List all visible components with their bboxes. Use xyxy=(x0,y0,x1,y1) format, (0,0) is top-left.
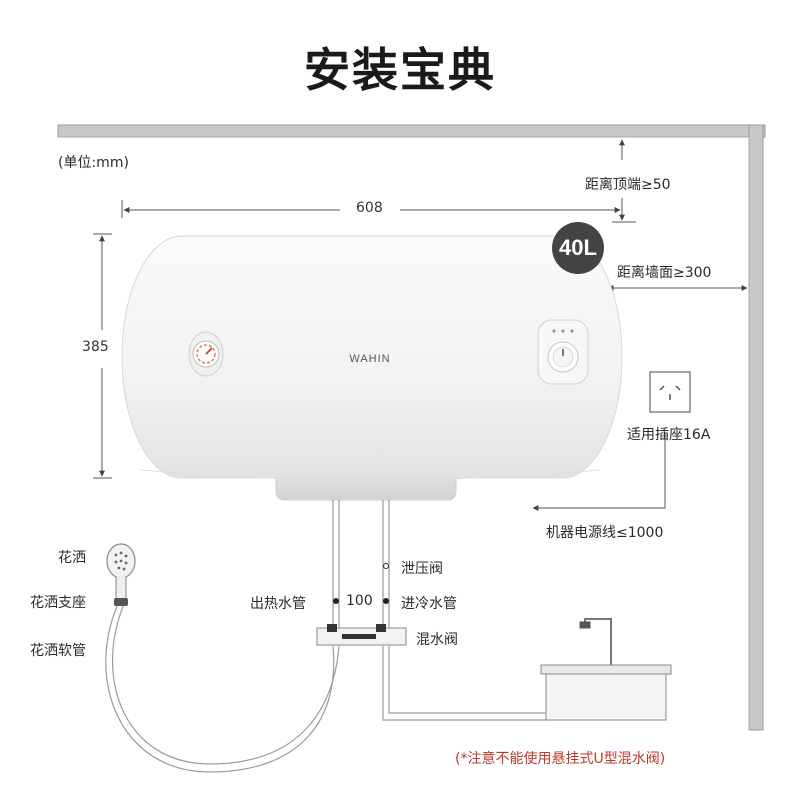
top-clearance-dimension xyxy=(612,139,636,223)
wall xyxy=(57,124,766,731)
socket-icon xyxy=(649,371,691,413)
water-pipes xyxy=(332,500,548,721)
water-heater xyxy=(121,235,623,501)
warning-note: (*注意不能使用悬挂式U型混水阀) xyxy=(455,751,666,767)
thermometer-gauge xyxy=(188,331,224,377)
mixing-valve-label: 混水阀 xyxy=(416,632,458,648)
shower-hose-label: 花洒软管 xyxy=(30,643,86,659)
power-cord-label: 机器电源线≤1000 xyxy=(546,525,664,541)
shower-holder-label: 花洒支座 xyxy=(30,595,86,611)
pipe-markers xyxy=(333,563,389,604)
brand-logo: WAHIN xyxy=(349,353,391,365)
top-clearance-label: 距离顶端≥50 xyxy=(585,177,671,193)
faucet-icon xyxy=(579,618,612,665)
hot-pipe-label: 出热水管 xyxy=(250,596,306,612)
unit-label: (单位:mm) xyxy=(58,155,129,171)
capacity-badge: 40L xyxy=(552,222,604,274)
pipe-spacing-label: 100 xyxy=(345,593,374,609)
wall-clearance-label: 距离墙面≥300 xyxy=(617,265,712,281)
relief-valve-label: 泄压阀 xyxy=(401,561,443,577)
height-dimension xyxy=(93,233,112,479)
shower-holder-icon xyxy=(114,598,128,606)
page-title: 安装宝典 xyxy=(304,43,496,97)
shower-head-icon xyxy=(106,543,136,601)
sink xyxy=(540,664,672,721)
cold-pipe-label: 进冷水管 xyxy=(401,596,457,612)
mixing-valve xyxy=(316,624,407,646)
shower-hose xyxy=(105,603,340,773)
temperature-knob-panel xyxy=(537,319,589,385)
height-value: 385 xyxy=(78,339,113,355)
width-value: 608 xyxy=(352,200,387,216)
shower-head-label: 花洒 xyxy=(58,550,86,566)
socket-label: 适用插座16A xyxy=(627,427,711,443)
power-cord xyxy=(532,432,666,511)
